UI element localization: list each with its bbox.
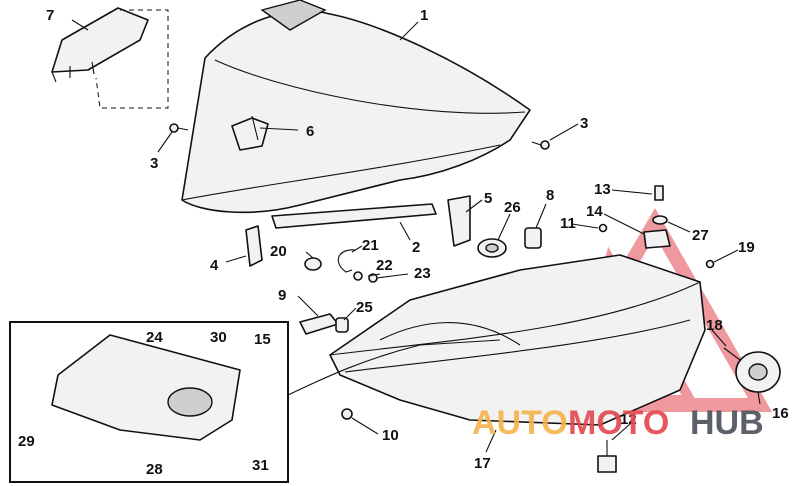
callout-29: 29 [18, 433, 35, 450]
part-26-grommet [477, 238, 507, 258]
callout-28: 28 [146, 461, 163, 478]
part-27-washer [652, 215, 668, 225]
callout-30: 30 [210, 329, 227, 346]
part-7-top-cap [51, 7, 149, 83]
callout-21: 21 [362, 237, 379, 254]
part-3-screw-right [531, 140, 550, 150]
callout-26: 26 [504, 199, 521, 216]
callout-labels: 1 2 3 3 4 5 6 7 8 9 10 11 12 13 14 15 16… [18, 7, 789, 478]
callout-12: 12 [620, 411, 637, 428]
callout-19: 19 [738, 239, 755, 256]
watermark-moto: MOTO [568, 404, 669, 442]
part-14-mount [643, 229, 671, 249]
callout-22: 22 [376, 257, 393, 274]
part-22-nut [353, 271, 363, 281]
callout-6: 6 [306, 123, 314, 140]
watermark-hub: HUB [690, 404, 764, 442]
part-6-latch-knob [231, 115, 269, 151]
callout-23: 23 [414, 265, 431, 282]
part-4-bracket [245, 225, 263, 267]
callout-17: 17 [474, 455, 491, 472]
part-21-clip [337, 249, 357, 273]
callout-14: 14 [586, 203, 603, 220]
part-18-fastener [723, 347, 741, 361]
callout-1: 1 [420, 7, 428, 24]
part-20-washer [304, 257, 322, 271]
part-1-engine-cowl [181, 0, 531, 214]
callout-8: 8 [546, 187, 554, 204]
callout-13: 13 [594, 181, 611, 198]
callout-25: 25 [356, 299, 373, 316]
leader-lines [71, 19, 761, 453]
part-19-screw [705, 259, 715, 269]
callout-10: 10 [382, 427, 399, 444]
part-10-nut [341, 408, 353, 420]
callout-24: 24 [146, 329, 163, 346]
watermark-auto: AUTO [472, 404, 568, 442]
callout-5: 5 [484, 190, 492, 207]
detail-inset [9, 321, 501, 483]
callout-15: 15 [254, 331, 271, 348]
part-17-lower-pan [329, 254, 706, 426]
part-12-drain-valve [597, 440, 617, 473]
part-5-bracket [447, 195, 471, 247]
part-3-screw-left [169, 123, 189, 133]
part-16-grommet [735, 351, 781, 393]
part-9-latch-lever [299, 313, 339, 335]
callout-2: 2 [412, 239, 420, 256]
callout-11: 11 [560, 215, 576, 232]
part-8-bushing [524, 227, 542, 249]
callout-18: 18 [706, 317, 723, 334]
callout-9: 9 [278, 287, 286, 304]
callout-31: 31 [252, 457, 269, 474]
callout-3-right: 3 [580, 115, 588, 132]
part-25-pin [335, 317, 349, 333]
callout-3-left: 3 [150, 155, 158, 172]
callout-27: 27 [692, 227, 709, 244]
callout-20: 20 [270, 243, 287, 260]
watermark-logo-text: AUTO MOTO HUB [472, 404, 764, 442]
part-13-bolt [654, 185, 664, 201]
callout-16: 16 [772, 405, 789, 422]
part-2-seal-strip [271, 203, 437, 229]
part-11-screw [598, 223, 608, 233]
callout-4: 4 [210, 257, 219, 274]
callout-7: 7 [46, 7, 54, 24]
